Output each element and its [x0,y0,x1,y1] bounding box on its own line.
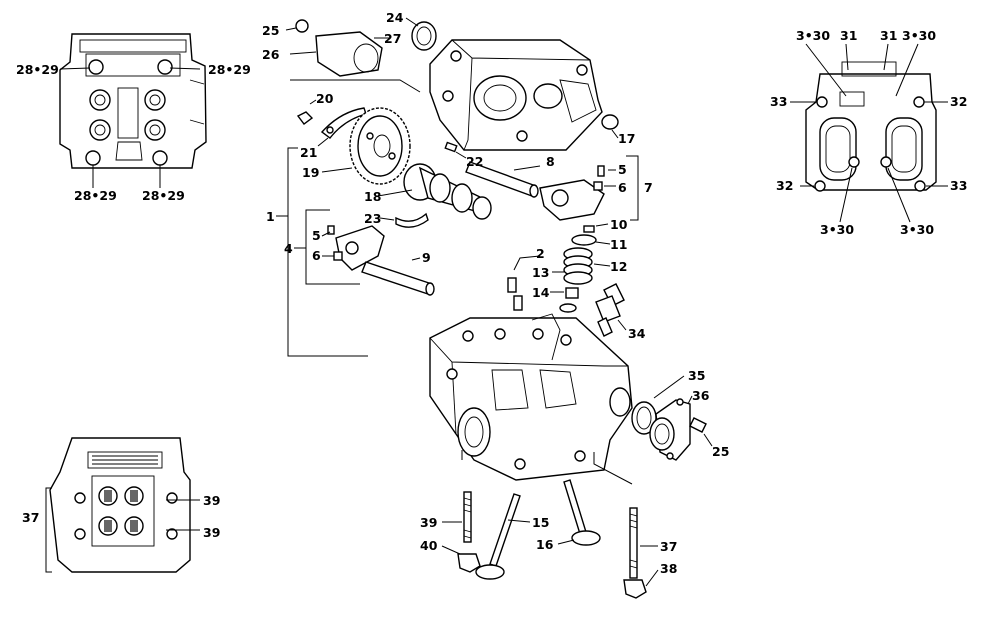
callout-16: 16 [536,537,554,552]
callout-18: 18 [364,189,381,204]
callout-35: 35 [688,368,705,383]
callout-14: 14 [532,285,550,300]
callout-12: 12 [610,259,627,274]
callout-28-29-bottom-right: 28•29 [142,188,185,203]
part-26-cover [285,19,421,93]
callout-20: 20 [316,91,334,106]
callout-36: 36 [692,388,710,403]
callout-28-29-bottom-left: 28•29 [74,188,117,203]
part-34-spark-plug [595,283,627,337]
callout-39-upper: 39 [203,493,220,508]
callout-7: 7 [644,180,653,195]
part-4-rocker-arm [321,225,385,271]
part-40-nut [441,545,481,573]
part-18-camshaft [377,163,492,220]
callout-33-upper: 33 [770,94,787,109]
callout-26: 26 [262,47,280,62]
part-15-valve [475,493,531,580]
callout-28-29-right: 28•29 [208,62,251,77]
callout-40: 40 [420,538,438,553]
part-8-shaft [465,161,541,198]
callout-11: 11 [610,237,627,252]
part-16-valve [557,479,601,546]
part-25-bolt-right [689,417,713,447]
callout-9: 9 [422,250,431,265]
callout-38: 38 [660,561,677,576]
callout-31-left: 31 [840,28,857,43]
part-20-bolt [296,99,317,125]
callout-25-right: 25 [712,444,729,459]
callout-37-right: 37 [660,539,677,554]
callout-25-top: 25 [262,23,279,38]
bracket-4 [305,209,360,285]
callout-3-30-a: 3•30 [796,28,830,43]
callout-4: 4 [284,241,293,256]
callout-13: 13 [532,265,549,280]
callout-17: 17 [618,131,635,146]
part-21-guide [317,107,367,147]
part-23-clip [379,212,429,228]
callout-24: 24 [386,10,404,25]
part-2-dowel [507,255,541,311]
inset-head-top [59,33,207,188]
callout-32-upper: 32 [950,94,967,109]
callout-15: 15 [532,515,549,530]
part-19-sprocket [321,107,411,185]
callout-1: 1 [266,209,275,224]
part-39-stud [442,491,472,543]
callout-10: 10 [610,217,628,232]
callout-5-right: 5 [618,162,627,177]
callout-21: 21 [300,145,317,160]
callout-23: 23 [364,211,381,226]
callout-33-lower: 33 [950,178,967,193]
callout-2: 2 [536,246,545,261]
part-37-stud [629,507,658,579]
callout-39-lower: 39 [203,525,220,540]
cylinder-head [429,313,633,485]
callout-6-right: 6 [618,180,627,195]
camshaft-housing [429,39,603,151]
bracket-1 [287,147,368,357]
callout-37-left: 37 [22,510,39,525]
callout-19: 19 [302,165,319,180]
inset-head-bottom [45,437,200,573]
callout-22: 22 [466,154,483,169]
callout-39-main: 39 [420,515,437,530]
bracket-7 [626,155,639,221]
part-22-pin [444,141,467,159]
callout-8: 8 [546,154,555,169]
callout-27: 27 [384,31,401,46]
callout-31-right: 31 [880,28,897,43]
callout-6-left: 6 [312,248,321,263]
part-38-nut [623,569,659,599]
callout-3-30-b: 3•30 [902,28,936,43]
callout-32-lower: 32 [776,178,793,193]
callout-3-30-d: 3•30 [900,222,934,237]
inset-head-cover [790,43,948,223]
callout-28-29-left: 28•29 [16,62,59,77]
part-9-shaft [361,257,435,296]
part-17-plug [601,114,619,139]
part-24-seal [405,17,437,51]
valve-train [550,223,611,313]
callout-34: 34 [628,326,646,341]
part-36-housing [649,395,693,461]
callout-3-30-c: 3•30 [820,222,854,237]
part-7-rocker-arm [539,165,616,221]
callout-5-left: 5 [312,228,321,243]
